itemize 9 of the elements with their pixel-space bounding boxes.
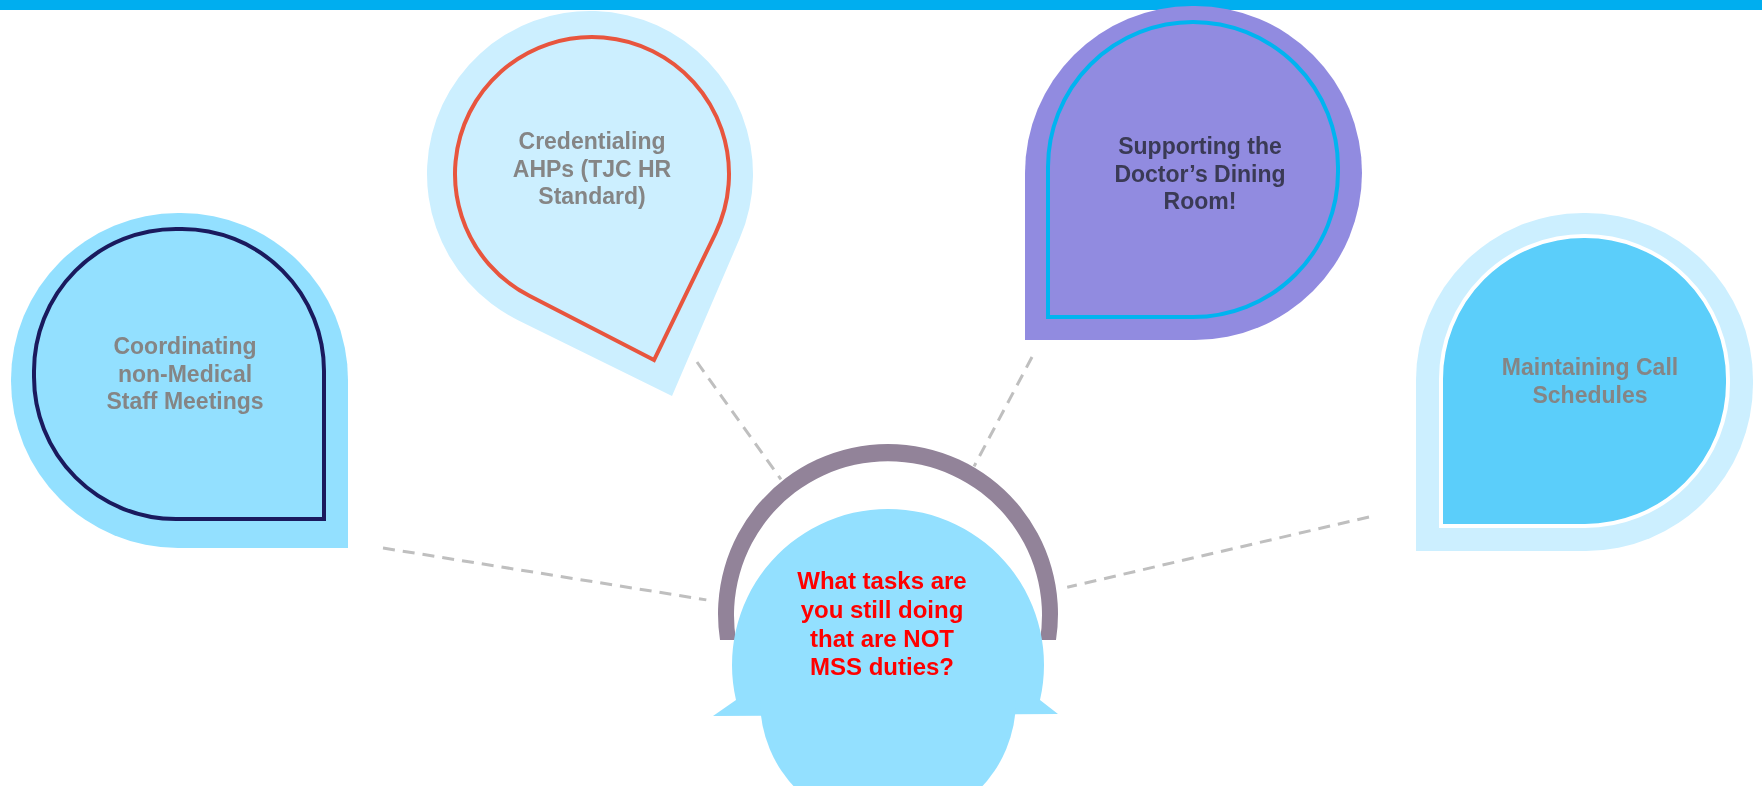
- dashed-connector: [695, 361, 783, 481]
- bubble-text: What tasks are you still doing that are NOT MSS duties?: [797, 567, 967, 683]
- bubble-text: Maintaining Call Schedules: [1500, 354, 1680, 410]
- bubble-text: Coordinating non-Medical Staff Meetings: [105, 332, 265, 416]
- dashed-connector: [1066, 515, 1370, 589]
- bubble-text: Credentialing AHPs (TJC HR Standard): [511, 127, 673, 211]
- dashed-connector: [972, 356, 1034, 468]
- bubble-text: Supporting the Doctor’s Dining Room!: [1113, 132, 1287, 216]
- dashed-connector: [382, 546, 707, 602]
